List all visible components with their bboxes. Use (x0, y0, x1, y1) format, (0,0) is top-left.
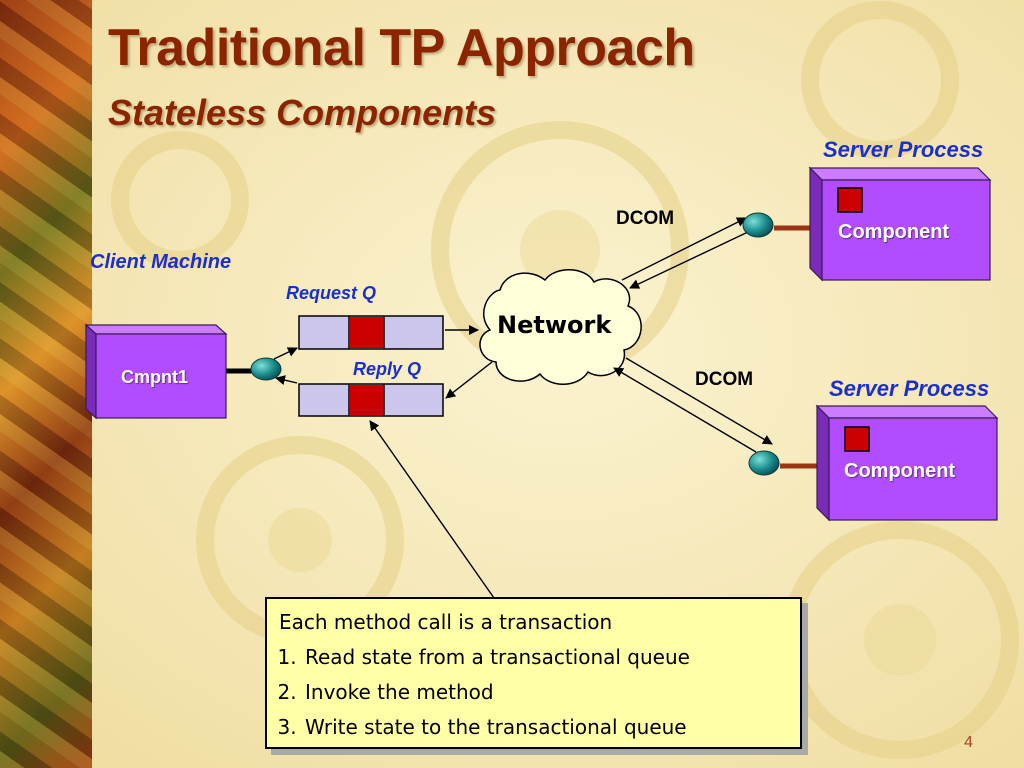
server2-component-box (815, 404, 999, 522)
server1-component-box (808, 166, 992, 282)
note-step: Invoke the method (303, 675, 788, 710)
arrow-network-to-server1 (621, 217, 747, 281)
arrow-node-to-request-queue (273, 347, 298, 360)
request-queue-label: Request Q (286, 283, 377, 303)
network-label: Network (497, 311, 612, 339)
slide-subtitle: Stateless Components (108, 92, 497, 133)
decorative-sidebar-pattern (0, 0, 92, 768)
server1-connector-node (742, 212, 774, 238)
note-steps-list: Read state from a transactional queue In… (279, 640, 788, 745)
dcom-label-top: DCOM (616, 208, 675, 229)
server2-component-label: Component (844, 460, 956, 482)
note-step: Read state from a transactional queue (303, 640, 788, 675)
request-queue (298, 315, 444, 350)
arrow-server2-to-network (613, 367, 757, 453)
decorative-sidebar (0, 0, 92, 768)
note-heading: Each method call is a transaction (279, 610, 613, 634)
transaction-note: Each method call is a transaction Read s… (265, 597, 802, 749)
dcom-label-bottom: DCOM (695, 369, 754, 390)
client-machine-label: Client Machine (90, 251, 232, 273)
arrow-network-to-server2 (625, 357, 773, 445)
note-step: Write state to the transactional queue (303, 710, 788, 745)
arrow-reply-queue-to-node (275, 375, 298, 385)
server1-process-label: Server Process (823, 137, 984, 162)
request-queue-message (350, 317, 383, 348)
reply-queue-message (350, 385, 383, 415)
slide-title: Traditional TP Approach (108, 19, 695, 77)
server2-process-label: Server Process (829, 376, 990, 401)
reply-queue-label: Reply Q (353, 359, 422, 379)
arrow-network-to-reply-queue (445, 361, 493, 399)
client-component-label: Cmpnt1 (121, 367, 188, 387)
page-number: 4 (964, 734, 973, 751)
client-component-box (84, 323, 228, 420)
reply-queue (298, 383, 444, 417)
arrow-note-to-reply-queue (369, 420, 495, 599)
client-connector-node (250, 357, 282, 381)
server1-component-label: Component (838, 221, 950, 243)
arrow-server1-to-network (629, 231, 749, 289)
server2-connector-node (748, 450, 780, 476)
